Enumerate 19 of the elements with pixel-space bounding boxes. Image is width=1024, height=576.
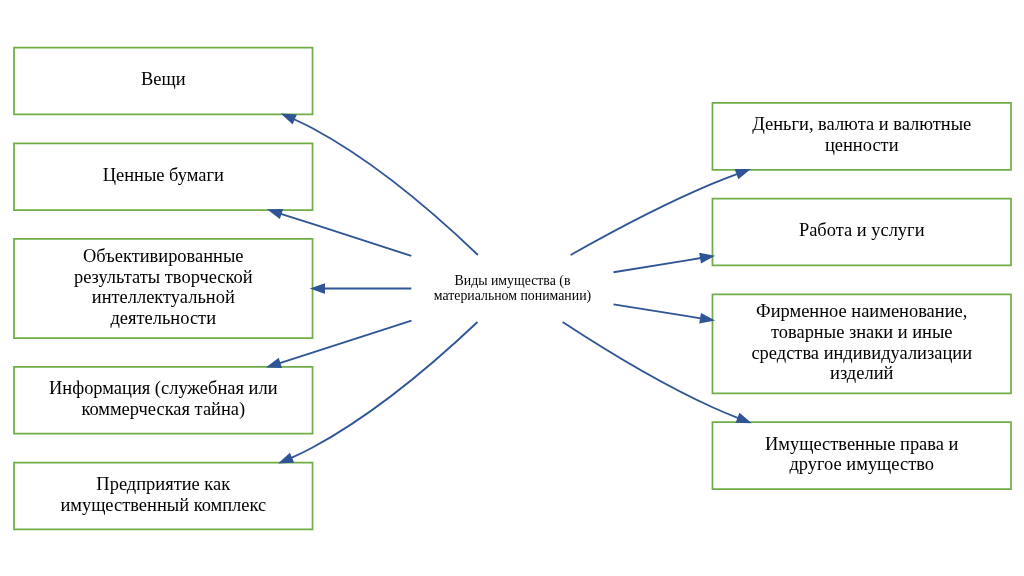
- arrow: [277, 320, 478, 464]
- arrow: [561, 320, 752, 423]
- node-box: Объективированные результаты творческой интеллектуальной деятельности: [12, 237, 313, 339]
- arrow: [280, 113, 479, 256]
- arrow: [612, 303, 715, 323]
- arrow: [265, 319, 412, 368]
- arrow: [569, 168, 751, 256]
- arrow: [266, 208, 412, 257]
- node-box: Информация (служебная или коммерческая тайна): [12, 365, 313, 435]
- node-box: Фирменное наименование, товарные знаки и иные средства индивидуализации изделий: [711, 292, 1012, 394]
- node-box: Деньги, валюта и валютные ценности: [711, 101, 1012, 171]
- node-box: Предприятие как имущественный комплекс: [12, 461, 313, 530]
- node-box: Имущественные права и другое имущество: [711, 420, 1012, 490]
- arrow: [309, 282, 412, 294]
- node-text: Виды имущества (в материальном понимании): [433, 272, 591, 303]
- arrow: [612, 252, 715, 273]
- node-box: Работа и услуги: [711, 197, 1012, 266]
- node-box: Вещи: [12, 46, 313, 115]
- node-box: Ценные бумаги: [12, 141, 313, 211]
